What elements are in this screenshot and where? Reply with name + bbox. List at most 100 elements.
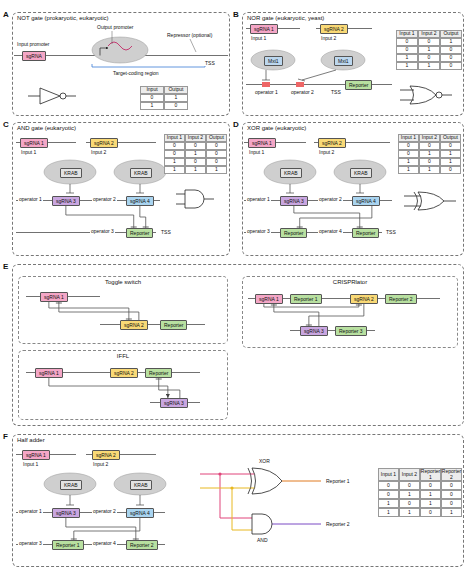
repression-connector [66,518,136,540]
table-cell: Output [440,134,461,142]
table-cell: Input 2 [399,468,420,481]
annotation-label: operator 2 [290,89,315,95]
table-cell: Input 1 [378,468,399,481]
annotation-label: Output promoter [96,24,134,30]
gene-label: sgRNA 3 [56,198,76,204]
table-cell: 1 [185,150,206,158]
table-cell: 1 [140,102,164,110]
reporter-gene: Reporter 2 [126,540,158,550]
table-cell: 1 [396,54,418,62]
krab-domain: KRAB [280,168,302,178]
table-cell: 0 [441,499,462,508]
table-cell: 1 [420,490,441,499]
reporter-gene: Reporter [345,80,372,90]
panel-title: Half adder [17,437,45,443]
gene-label: Reporter 1 [294,296,318,302]
table-cell: 1 [419,166,440,174]
gene-label: sgRNA 2 [324,26,344,32]
annotation-label: Target-coding region [112,70,160,76]
sgrna-gene: sgRNA 2 [110,368,138,378]
repression-bar [271,305,277,306]
gene-label: sgRNA 2 [96,452,116,458]
table-cell: 0 [398,150,419,158]
gene-label: sgRNA 1 [44,294,64,300]
table-cell: 0 [378,490,399,499]
connector-group [156,378,180,398]
sgrna-gene: sgRNA 4 [352,196,380,206]
annotation-label: Input 1 [20,149,37,155]
reporter-gene: Reporter [126,228,153,238]
subpanel-box: Toggle switchsgRNA 1sgRNA 2Reporter [18,276,228,344]
sgrna-gene: sgRNA 4 [126,196,154,206]
half-adder-wiring [200,468,321,534]
gene-label: sgRNA 3 [284,198,304,204]
table-cell: Output [206,134,227,142]
annotation-label: Input 2 [90,149,107,155]
connector-group [294,206,363,228]
table-cell: 1 [185,166,206,174]
subpanel-box: CRISPRlatorsgRNA 1Reporter 1sgRNA 2Repor… [242,276,458,348]
sgrna-gene: sgRNA 3 [52,508,80,518]
dcas9-blob [44,37,386,495]
table-cell: Input 2 [419,134,440,142]
table-cell: 0 [418,38,440,46]
annotation-label: XOR [258,458,271,464]
gene-label: sgRNA 2 [124,322,144,328]
operator-site [262,82,304,87]
table-cell: Reporter 2 [441,468,462,481]
table-cell: 1 [399,490,420,499]
table-cell: 1 [440,158,461,166]
table-cell: 0 [399,481,420,490]
repression-connector [294,206,360,228]
sgrna-gene: sgRNA 1 [22,450,50,460]
table-cell: 0 [399,499,420,508]
dna-lines [14,29,440,545]
table-cell: 0 [396,38,418,46]
sgrna-gene: sgRNA 3 [160,398,188,408]
annotation-label: operator 3 [246,228,271,234]
repression-bar [56,303,62,304]
annotation-label: Input 2 [320,35,337,41]
annotation-label: AND [256,537,269,543]
table-cell: 0 [164,102,188,110]
table-cell: 0 [440,166,461,174]
sgrna-gene: sgRNA 3 [280,196,308,206]
panel-letter: E [3,262,8,271]
table-cell: 0 [164,142,185,150]
table-cell: 1 [418,62,440,70]
reporter-gene: Reporter [280,228,307,238]
table-cell: 0 [441,490,462,499]
gene-label: sgRNA 3 [56,510,76,516]
subpanel-box: IFFLsgRNA 1sgRNA 2ReportersgRNA 3 [18,350,228,420]
sgrna-gene: sgRNA 2 [120,320,148,330]
table-cell: 1 [164,158,185,166]
gene-label: sgRNA 4 [130,198,150,204]
sgrna-gene: sgRNA 2 [320,24,348,34]
sgrna-gene: sgRNA 1 [250,24,278,34]
gene-label: KRAB [354,170,368,176]
table-cell: 0 [140,94,164,102]
annotation-label: operator 4 [318,228,343,234]
gene-label: Reporter [349,82,368,88]
sgrna-gene: sgRNA 1 [35,368,63,378]
gene-label: sgRNA 4 [130,510,150,516]
annotation-label: Reporter 2 [325,521,351,527]
table-cell: 0 [419,142,440,150]
table-cell: Input 1 [398,134,419,142]
connector-group [56,302,139,320]
table-cell: 0 [164,150,185,158]
reporter-gene: Reporter [145,368,172,378]
gene-label: sgRNA 2 [114,370,134,376]
repression-connector [274,304,319,326]
gene-label: Reporter [164,322,183,328]
repressor-domain: Mxi1 [334,56,353,66]
table-cell: 0 [420,508,441,517]
repressor-domain: Mxi1 [264,56,283,66]
krab-domain: KRAB [60,168,82,178]
annotation-label: operator 1 [246,196,271,202]
repression-connector [309,304,364,326]
table-cell: 1 [164,94,188,102]
annotation-label: Input 1 [250,35,267,41]
connector-group [140,206,149,228]
table-cell: 1 [378,508,399,517]
